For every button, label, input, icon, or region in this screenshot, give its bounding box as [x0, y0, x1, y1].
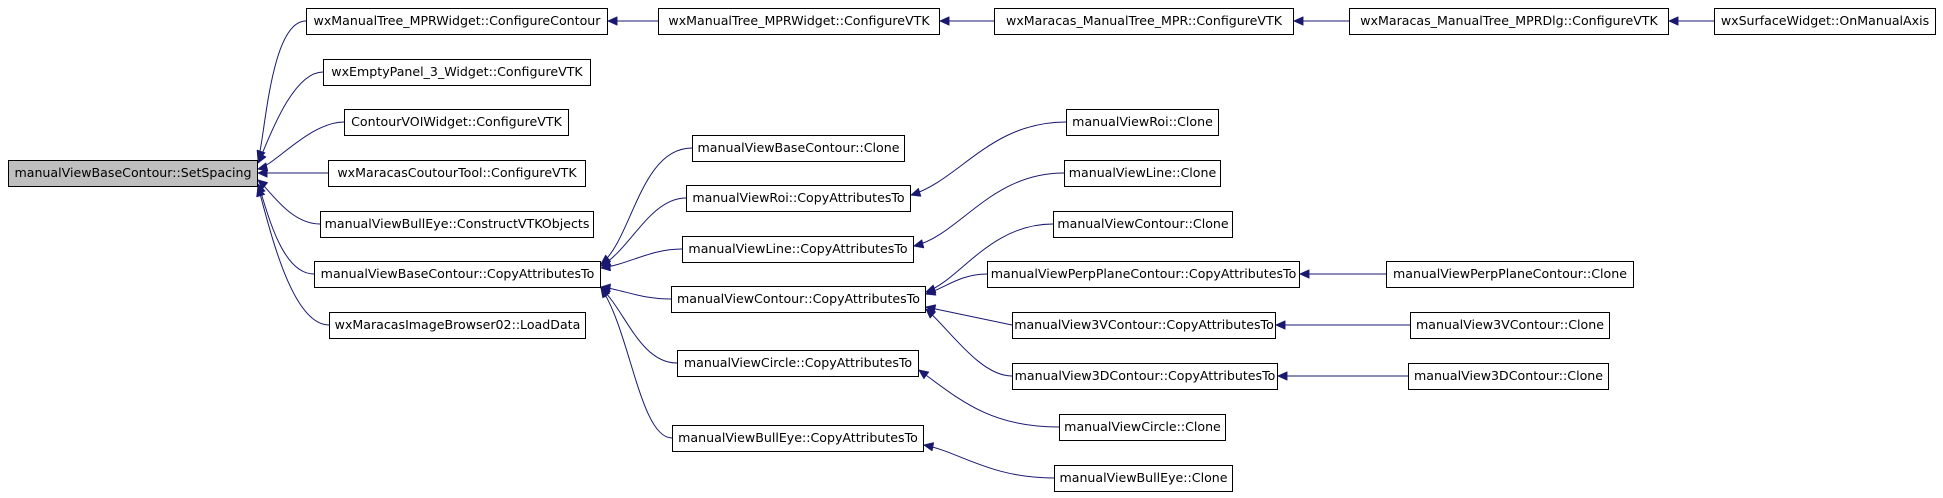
node-base-clone[interactable]: manualViewBaseContour::Clone: [692, 135, 905, 162]
node-3v-copy-attributes[interactable]: manualView3VContour::CopyAttributesTo: [1012, 312, 1276, 339]
node-empty-panel-configure-vtk[interactable]: wxEmptyPanel_3_Widget::ConfigureVTK: [323, 59, 591, 86]
node-mm-mprdlg-configure-vtk[interactable]: wxMaracas_ManualTree_MPRDlg::ConfigureVT…: [1349, 8, 1669, 35]
node-3d-clone[interactable]: manualView3DContour::Clone: [1408, 363, 1609, 390]
edge-b4: [601, 287, 672, 300]
node-circle-clone[interactable]: manualViewCircle::Clone: [1059, 414, 1226, 441]
node-3d-copy-attributes[interactable]: manualView3DContour::CopyAttributesTo: [1012, 363, 1278, 390]
node-roi-copy-attributes[interactable]: manualViewRoi::CopyAttributesTo: [686, 185, 911, 212]
edge-b6: [601, 288, 673, 439]
edge-b1: [601, 147, 693, 264]
edge-ci1: [919, 370, 1060, 428]
edge-d7: [258, 187, 330, 326]
node-mt-configure-vtk[interactable]: wxManualTree_MPRWidget::ConfigureVTK: [658, 8, 940, 35]
edge-c2: [926, 273, 988, 294]
edge-d2: [258, 71, 324, 163]
edge-d6: [258, 184, 315, 275]
edge-be1: [924, 445, 1055, 479]
edge-c1: [926, 223, 1054, 292]
node-line-copy-attributes[interactable]: manualViewLine::CopyAttributesTo: [682, 236, 914, 263]
node-contour-voi-configure-vtk[interactable]: ContourVOIWidget::ConfigureVTK: [344, 109, 569, 136]
node-perp-clone[interactable]: manualViewPerpPlaneContour::Clone: [1386, 261, 1634, 288]
node-roi-clone[interactable]: manualViewRoi::Clone: [1066, 109, 1219, 136]
edge-d5: [258, 180, 321, 225]
node-mm-mpr-configure-vtk[interactable]: wxMaracas_ManualTree_MPR::ConfigureVTK: [994, 8, 1294, 35]
node-bulleye-clone[interactable]: manualViewBullEye::Clone: [1054, 465, 1233, 492]
node-3v-clone[interactable]: manualView3VContour::Clone: [1410, 312, 1610, 339]
edge-b2: [601, 197, 687, 266]
node-perp-copy-attributes[interactable]: manualViewPerpPlaneContour::CopyAttribut…: [987, 261, 1300, 288]
node-mt-configure-contour[interactable]: wxManualTree_MPRWidget::ConfigureContour: [306, 8, 608, 35]
edge-l1: [914, 172, 1065, 246]
edge-d3: [258, 121, 345, 169]
node-bulleye-construct-vtk-objects[interactable]: manualViewBullEye::ConstructVTKObjects: [320, 211, 594, 238]
node-contour-copy-attributes[interactable]: manualViewContour::CopyAttributesTo: [671, 286, 926, 313]
edge-b3: [601, 248, 683, 268]
node-bulleye-copy-attributes[interactable]: manualViewBullEye::CopyAttributesTo: [672, 425, 924, 452]
edge-d1: [258, 20, 307, 160]
edge-c3: [926, 307, 1013, 326]
node-contour-clone[interactable]: manualViewContour::Clone: [1053, 211, 1233, 238]
node-surface-on-manual-axis[interactable]: wxSurfaceWidget::OnManualAxis: [1714, 8, 1936, 35]
edge-r1: [911, 121, 1067, 195]
node-circle-copy-attributes[interactable]: manualViewCircle::CopyAttributesTo: [677, 350, 919, 377]
node-coutour-tool-configure-vtk[interactable]: wxMaracasCoutourTool::ConfigureVTK: [328, 160, 586, 187]
node-base-copy-attributes[interactable]: manualViewBaseContour::CopyAttributesTo: [314, 261, 601, 288]
node-line-clone[interactable]: manualViewLine::Clone: [1064, 160, 1221, 187]
edge-c4: [926, 309, 1013, 377]
node-root-setspacing: manualViewBaseContour::SetSpacing: [8, 160, 258, 187]
node-image-browser-load-data[interactable]: wxMaracasImageBrowser02::LoadData: [329, 312, 586, 339]
